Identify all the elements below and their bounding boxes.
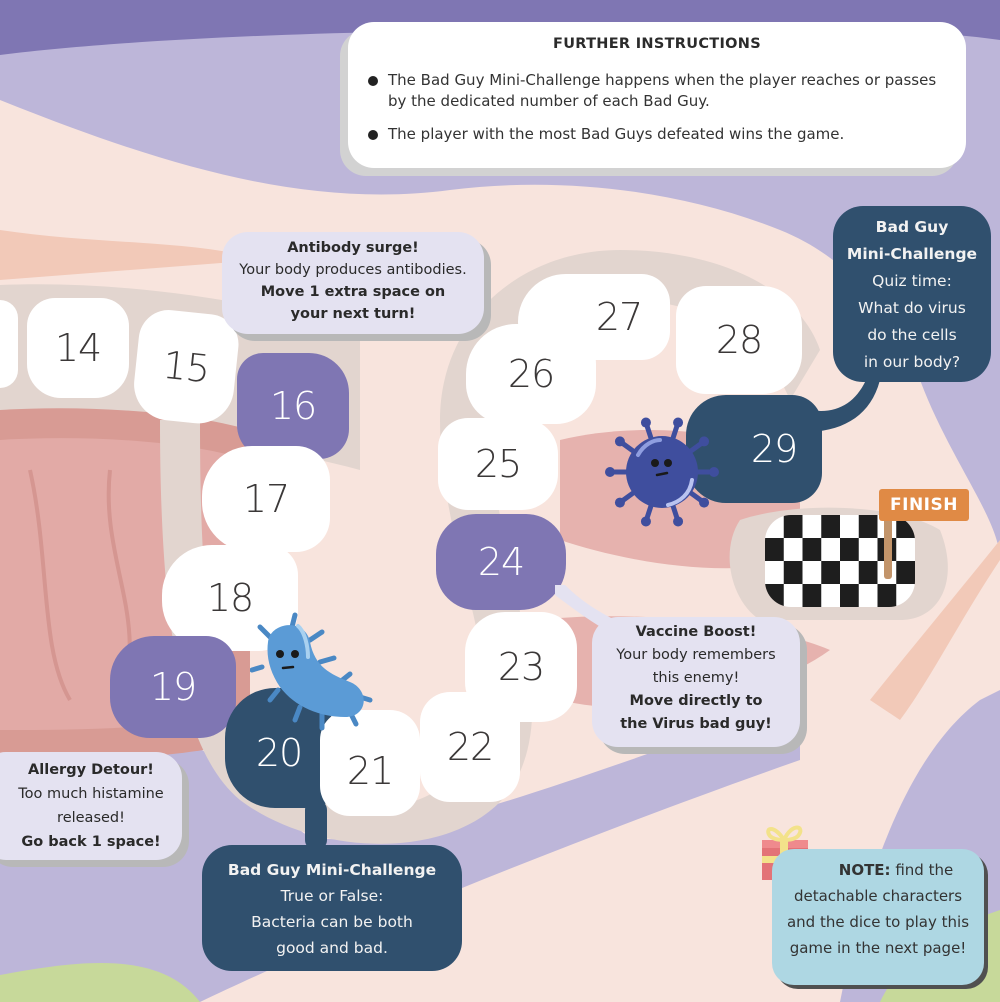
checker-square	[783, 584, 803, 607]
virus-spike-tip	[605, 467, 615, 477]
board-tile-25[interactable]: 25	[438, 418, 558, 510]
event-bubble-vaccine: Vaccine Boost! Your body remembers this …	[592, 617, 800, 747]
bacteria-challenge-tail	[305, 800, 327, 850]
virus-spike-tip	[673, 417, 684, 428]
event-body: Too much histamine	[18, 786, 164, 802]
checker-square	[896, 584, 915, 607]
event-body: this enemy!	[652, 670, 740, 686]
board-tile-16[interactable]: 16	[237, 353, 349, 459]
event-body: Your body produces antibodies.	[239, 262, 467, 278]
checker-square	[821, 538, 841, 562]
note-label: NOTE:	[838, 861, 891, 879]
instructions-title: FURTHER INSTRUCTIONS	[553, 36, 761, 52]
event-action: Move 1 extra space on	[260, 284, 446, 300]
checker-square	[765, 584, 785, 607]
checker-square	[877, 584, 897, 607]
virus-spike-tip	[699, 497, 710, 508]
event-bubble-antibody: Antibody surge! Your body produces antib…	[222, 232, 484, 334]
checker-square	[821, 561, 841, 585]
checker-square	[783, 515, 803, 539]
challenge-bubble-bacteria: Bad Guy Mini-Challenge True or False: Ba…	[202, 845, 462, 971]
finish-sign-pole	[884, 515, 892, 579]
board-tile-27[interactable]: 27	[518, 274, 670, 360]
note-card: NOTE: find the detachable characters and…	[772, 849, 984, 985]
checker-square	[821, 515, 841, 539]
board-tile-19[interactable]: 19	[110, 636, 236, 738]
virus-challenge-tail	[810, 370, 882, 432]
board-tile-18[interactable]: 18	[162, 545, 298, 651]
challenge-title: Bad Guy Mini-Challenge	[227, 861, 437, 879]
board-tile-23[interactable]: 23	[465, 612, 577, 722]
board-tile-15[interactable]: 15	[130, 307, 242, 427]
instructions-list: The Bad Guy Mini-Challenge happens when …	[368, 70, 948, 157]
checker-square	[783, 561, 803, 585]
checker-square	[840, 538, 860, 562]
checker-square	[802, 584, 822, 607]
virus-spike-tip	[614, 497, 625, 508]
further-instructions-card: FURTHER INSTRUCTIONS The Bad Guy Mini-Ch…	[348, 22, 966, 168]
bullet-icon	[368, 76, 378, 86]
event-action: your next turn!	[290, 306, 416, 322]
board-tile-28[interactable]: 28	[676, 286, 802, 394]
checker-square	[765, 561, 785, 585]
checker-square	[802, 538, 822, 562]
challenge-text: good and bad.	[276, 939, 388, 957]
event-title: Antibody surge!	[287, 240, 419, 256]
board-tile-17[interactable]: 17	[202, 446, 330, 552]
board-tile-partial	[0, 300, 18, 388]
checker-square	[840, 584, 860, 607]
checker-square	[896, 538, 915, 562]
event-body: Your body remembers	[616, 647, 776, 663]
board-tile-29[interactable]: 29	[686, 395, 822, 503]
finish-checkered-flag	[765, 515, 915, 607]
checker-square	[802, 561, 822, 585]
checker-square	[840, 561, 860, 585]
challenge-text: Bacteria can be both	[251, 913, 413, 931]
virus-spike-tip	[699, 436, 710, 447]
checker-square	[783, 538, 803, 562]
event-title: Allergy Detour!	[28, 762, 154, 778]
instruction-item: The Bad Guy Mini-Challenge happens when …	[368, 70, 948, 112]
virus-spike-tip	[640, 516, 651, 527]
virus-character[interactable]	[602, 410, 722, 530]
virus-spike-tip	[709, 467, 719, 477]
event-body: released!	[57, 810, 125, 826]
checker-square	[858, 561, 878, 585]
finish-sign: FINISH	[879, 489, 969, 521]
note-text: detachable characters	[793, 887, 963, 905]
checker-square	[858, 584, 878, 607]
event-action: Move directly to	[629, 693, 763, 709]
board-tile-21[interactable]: 21	[320, 710, 420, 816]
challenge-text: in our body?	[863, 353, 961, 371]
virus-spike-tip	[614, 436, 625, 447]
event-action: Go back 1 space!	[21, 834, 161, 850]
board-tile-14[interactable]: 14	[27, 298, 129, 398]
note-text: and the dice to play this	[786, 913, 970, 931]
checker-square	[765, 538, 785, 562]
challenge-bubble-virus: Bad Guy Mini-Challenge Quiz time: What d…	[833, 206, 991, 382]
checker-square	[896, 561, 915, 585]
instruction-item: The player with the most Bad Guys defeat…	[368, 124, 948, 145]
checker-square	[858, 538, 878, 562]
challenge-text: What do virus	[858, 299, 966, 317]
virus-spike-tip	[673, 516, 684, 527]
challenge-text: Quiz time:	[872, 272, 952, 290]
checker-square	[840, 515, 860, 539]
challenge-title: Mini-Challenge	[846, 245, 978, 263]
board-tile-24[interactable]: 24	[436, 514, 566, 610]
checker-square	[802, 515, 822, 539]
event-bubble-allergy: Allergy Detour! Too much histamine relea…	[0, 752, 182, 860]
bullet-icon	[368, 130, 378, 140]
challenge-text: True or False:	[280, 887, 384, 905]
checker-square	[858, 515, 878, 539]
challenge-title: Bad Guy	[875, 218, 949, 236]
checker-square	[821, 584, 841, 607]
virus-spike-tip	[640, 417, 651, 428]
event-title: Vaccine Boost!	[635, 624, 757, 640]
checker-square	[765, 515, 785, 539]
note-text: game in the next page!	[789, 939, 967, 957]
event-action: the Virus bad guy!	[620, 716, 772, 732]
challenge-text: do the cells	[867, 326, 957, 344]
bacteria-character[interactable]	[250, 612, 375, 737]
